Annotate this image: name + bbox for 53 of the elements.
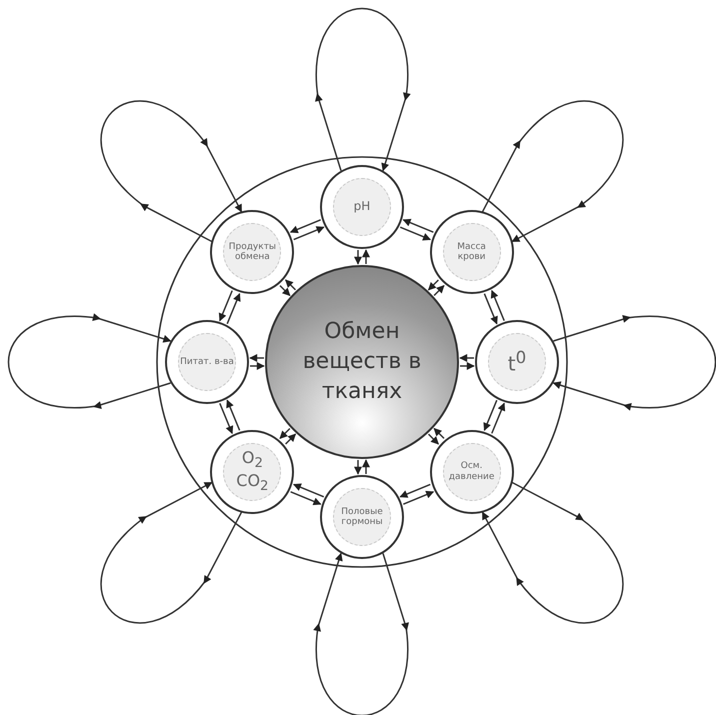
feedback-loop [100,100,242,242]
feedback-loop [553,315,716,411]
parameter-circle [430,430,514,514]
node-label: Осм. давление [448,461,496,482]
arrow [460,362,475,370]
arrow [250,362,265,370]
node-label: t$^{0}$ [508,348,526,376]
arrow [290,491,322,506]
arrow [219,403,234,434]
arrow [402,218,434,233]
arrow [434,285,445,296]
arrow [484,293,498,325]
arrow [428,279,439,290]
feedback-loop [313,553,409,715]
arrow [428,434,439,445]
arrow [434,428,445,439]
arrow [362,459,370,474]
arrow [483,400,498,432]
node-label: Продукты обмена [228,242,278,263]
parameter-circle [430,210,514,294]
node-label: Обмен веществ в тканях [302,318,422,406]
node-label: Масса крови [456,242,487,263]
node-label: Половые гормоны [340,506,384,528]
arrow [399,484,431,498]
feedback-loop [482,100,624,242]
arrow [490,290,505,321]
parameter-circle [210,430,294,514]
feedback-loop [315,8,411,171]
arrow [491,402,506,434]
arrow [293,226,325,240]
arrow [400,226,432,241]
node-label: O$_{2}$ CO$_{2}$ [235,449,270,494]
arrow [226,292,241,324]
arrow [403,490,434,505]
arrow [292,483,324,498]
arrow [279,428,290,439]
arrow [354,250,362,265]
arrow [226,399,240,431]
arrow [218,290,233,322]
arrow [354,460,362,475]
feedback-loop [8,313,171,409]
feedback-loop [482,482,624,624]
arrow [249,354,264,362]
node-label: Питат. в-ва [180,356,234,368]
arrow [290,219,321,234]
arrow [279,285,290,296]
arrow [285,434,296,445]
node-label: pH [354,200,370,214]
arrow [285,279,296,290]
arrow [459,354,474,362]
feedback-loop [100,482,242,624]
arrow [362,249,370,264]
parameter-circle [210,210,294,294]
